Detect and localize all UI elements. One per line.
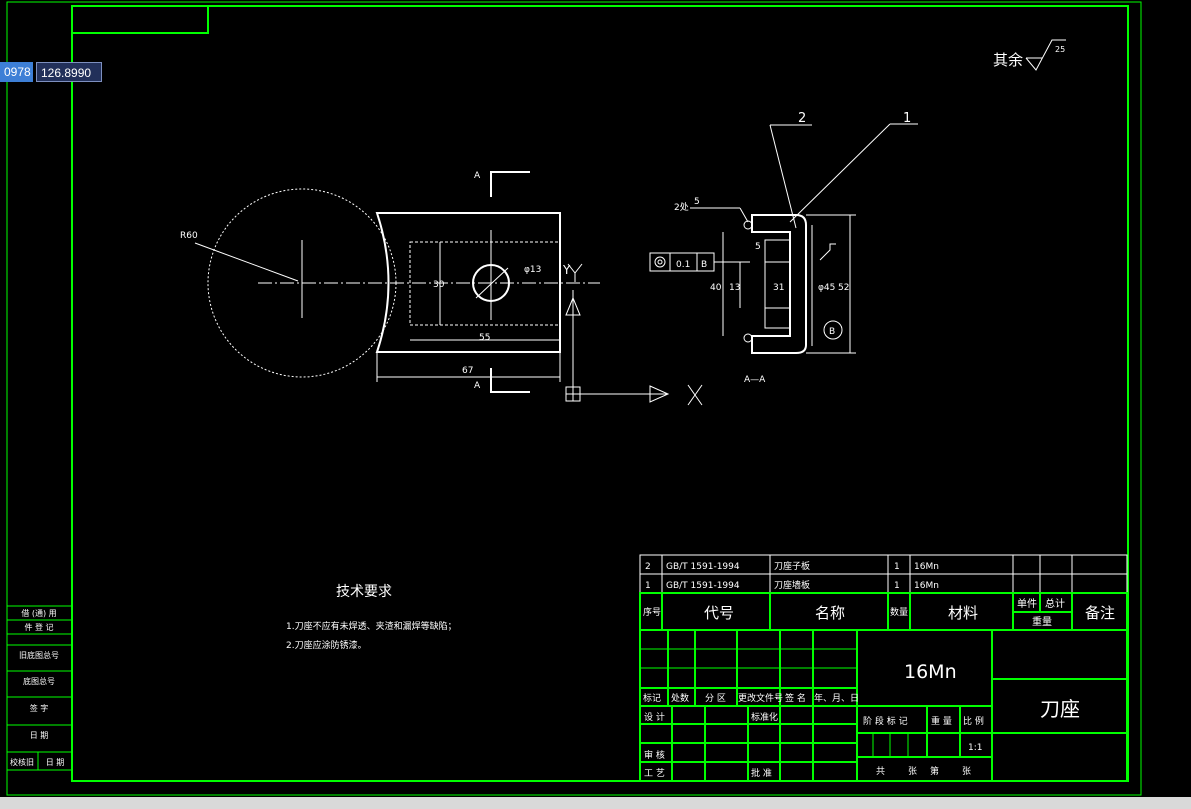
bom-header-note: 备注 — [1085, 604, 1115, 622]
section-mark-bottom: A — [474, 381, 481, 391]
sheet-total-unit: 张 — [908, 766, 917, 777]
section-title: A—A — [744, 375, 766, 385]
dim-52: 52 — [838, 283, 849, 293]
bom-header-weight: 重量 — [1032, 615, 1052, 628]
status-bar — [0, 797, 1191, 809]
sheet-total-label: 共 — [876, 766, 885, 777]
mark-label-1: 标记 — [643, 692, 661, 704]
dim-total: 67 — [462, 366, 473, 376]
bom-row-1-name: 刀座墙板 — [774, 579, 810, 591]
tolerance-value: 0.1 — [676, 260, 690, 270]
sheet-current-label: 第 — [930, 765, 939, 777]
side-label-7: 校核旧 — [10, 757, 34, 767]
scale-label: 比 例 — [963, 715, 984, 727]
design-label: 设 计 — [644, 711, 665, 723]
section-view — [649, 123, 918, 354]
datum-label: B — [829, 327, 835, 337]
side-label-2: 件 登 记 — [24, 622, 53, 632]
bom-header-code: 代号 — [704, 604, 734, 622]
roughness-label: 其余 — [993, 51, 1023, 69]
bom-header-qty: 数量 — [890, 606, 908, 618]
bom-row-2-qty: 1 — [894, 562, 900, 572]
part-name: 刀座 — [1040, 697, 1080, 721]
process-label: 工 艺 — [644, 768, 665, 779]
mark-label-2: 处数 — [671, 692, 689, 704]
front-view — [194, 171, 703, 406]
axis-y: Y — [562, 263, 571, 277]
tech-title: 技术要求 — [336, 584, 392, 600]
side-label-6: 日 期 — [30, 731, 49, 740]
approve-label: 批 准 — [751, 767, 772, 779]
stage-label: 阶 段 标 记 — [863, 715, 908, 727]
mark-label-5: 签 名 — [785, 692, 806, 704]
dim-5: 5 — [755, 242, 761, 252]
bom-row-2-code: GB/T 1591-1994 — [666, 562, 740, 572]
bom-header-unit: 单件 — [1017, 598, 1037, 610]
bom-row-2-name: 刀座子板 — [774, 560, 810, 572]
section-mark-top: A — [474, 171, 481, 181]
scale-value: 1:1 — [968, 743, 982, 753]
dim-width: 55 — [479, 333, 490, 343]
title-block — [639, 629, 1128, 782]
sheet-current-unit: 张 — [962, 766, 971, 777]
bom-row-2-no: 2 — [645, 562, 651, 572]
tech-item-2: 2.刀座应涂防锈漆。 — [286, 639, 367, 651]
mark-label-4: 更改文件号 — [738, 692, 783, 704]
bom-row-1-no: 1 — [645, 581, 651, 591]
side-label-8: 日 期 — [46, 758, 65, 767]
weld-note: 2处 — [674, 201, 689, 213]
dim-31: 31 — [773, 283, 784, 293]
standard-label: 标准化 — [751, 711, 778, 723]
callout-2: 2 — [798, 111, 806, 126]
weight-label: 重 量 — [931, 715, 952, 727]
roughness-value: 25 — [1055, 45, 1065, 54]
coord-readout-y[interactable]: 126.8990 — [36, 62, 102, 82]
tech-item-1: 1.刀座不应有未焊透、夹渣和漏焊等缺陷； — [286, 620, 457, 632]
drawing-frame — [6, 1, 1142, 796]
bom-header-material: 材料 — [948, 604, 978, 622]
mark-label-6: 年、月、日 — [814, 692, 859, 704]
hole-label: φ13 — [524, 265, 541, 275]
bom-row-1-material: 16Mn — [914, 581, 939, 591]
bom-header-name: 名称 — [815, 604, 845, 622]
mark-label-3: 分 区 — [705, 693, 726, 704]
bom-row-1-code: GB/T 1591-1994 — [666, 581, 740, 591]
material-title: 16Mn — [904, 661, 957, 683]
bom-row-1-qty: 1 — [894, 581, 900, 591]
review-label: 审 核 — [644, 749, 665, 761]
dim-45: φ45 — [818, 283, 835, 293]
side-label-3: 旧底图总号 — [19, 650, 59, 660]
tolerance-datum: B — [701, 260, 707, 270]
side-label-1: 借 (通) 用 — [21, 608, 56, 618]
side-label-4: 底图总号 — [23, 676, 55, 686]
side-label-5: 签 字 — [30, 703, 49, 713]
weld-size: 5 — [694, 197, 700, 207]
bom-header-no: 序号 — [643, 606, 661, 618]
coord-readout-x[interactable]: 0978 — [0, 62, 33, 82]
dim-height: 30 — [433, 280, 445, 290]
dim-13: 13 — [729, 283, 740, 293]
bom-header-total: 总计 — [1045, 597, 1065, 610]
callout-1: 1 — [903, 111, 911, 126]
side-strip — [6, 605, 73, 771]
radius-label: R60 — [180, 231, 198, 241]
roughness-symbol: 其余 25 — [993, 39, 1066, 71]
bom-row-2-material: 16Mn — [914, 562, 939, 572]
dim-40: 40 — [710, 283, 722, 293]
